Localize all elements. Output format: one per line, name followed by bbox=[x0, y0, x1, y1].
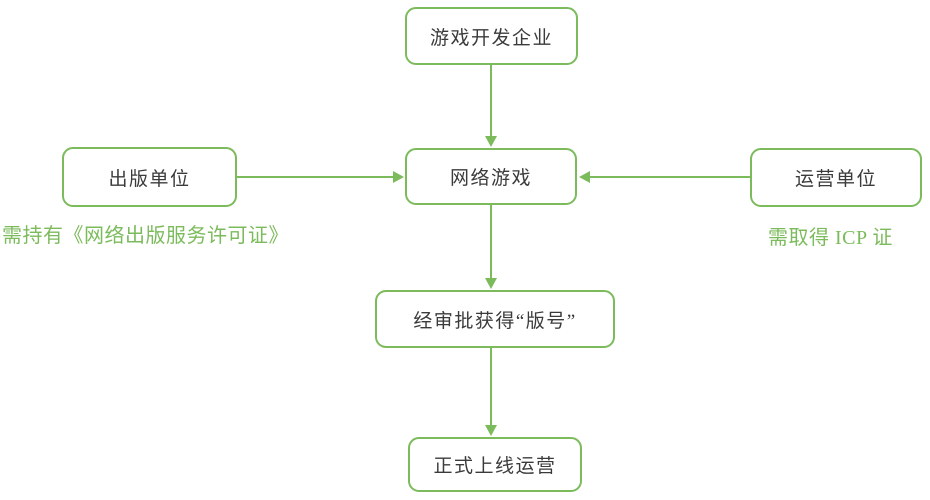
node-game-developer: 游戏开发企业 bbox=[405, 7, 578, 65]
arrow-head-right-icon bbox=[393, 171, 404, 183]
arrow-head-down-icon bbox=[485, 425, 497, 436]
node-publisher: 出版单位 bbox=[62, 147, 237, 207]
arrow-shaft bbox=[490, 65, 492, 138]
node-license-approval: 经审批获得“版号” bbox=[375, 290, 615, 348]
arrow-shaft bbox=[237, 176, 394, 178]
arrow-head-left-icon bbox=[579, 171, 590, 183]
arrow-shaft bbox=[590, 176, 750, 178]
arrow-head-down-icon bbox=[485, 278, 497, 289]
arrow-shaft bbox=[490, 348, 492, 426]
node-official-launch: 正式上线运营 bbox=[408, 437, 582, 492]
node-operator: 运营单位 bbox=[750, 148, 922, 207]
annotation-publisher-license-note: 需持有《网络出版服务许可证》 bbox=[2, 225, 289, 247]
node-online-game: 网络游戏 bbox=[405, 148, 577, 205]
annotation-operator-icp-note: 需取得 ICP 证 bbox=[768, 227, 893, 249]
arrow-shaft bbox=[490, 205, 492, 280]
arrow-head-down-icon bbox=[485, 136, 497, 147]
